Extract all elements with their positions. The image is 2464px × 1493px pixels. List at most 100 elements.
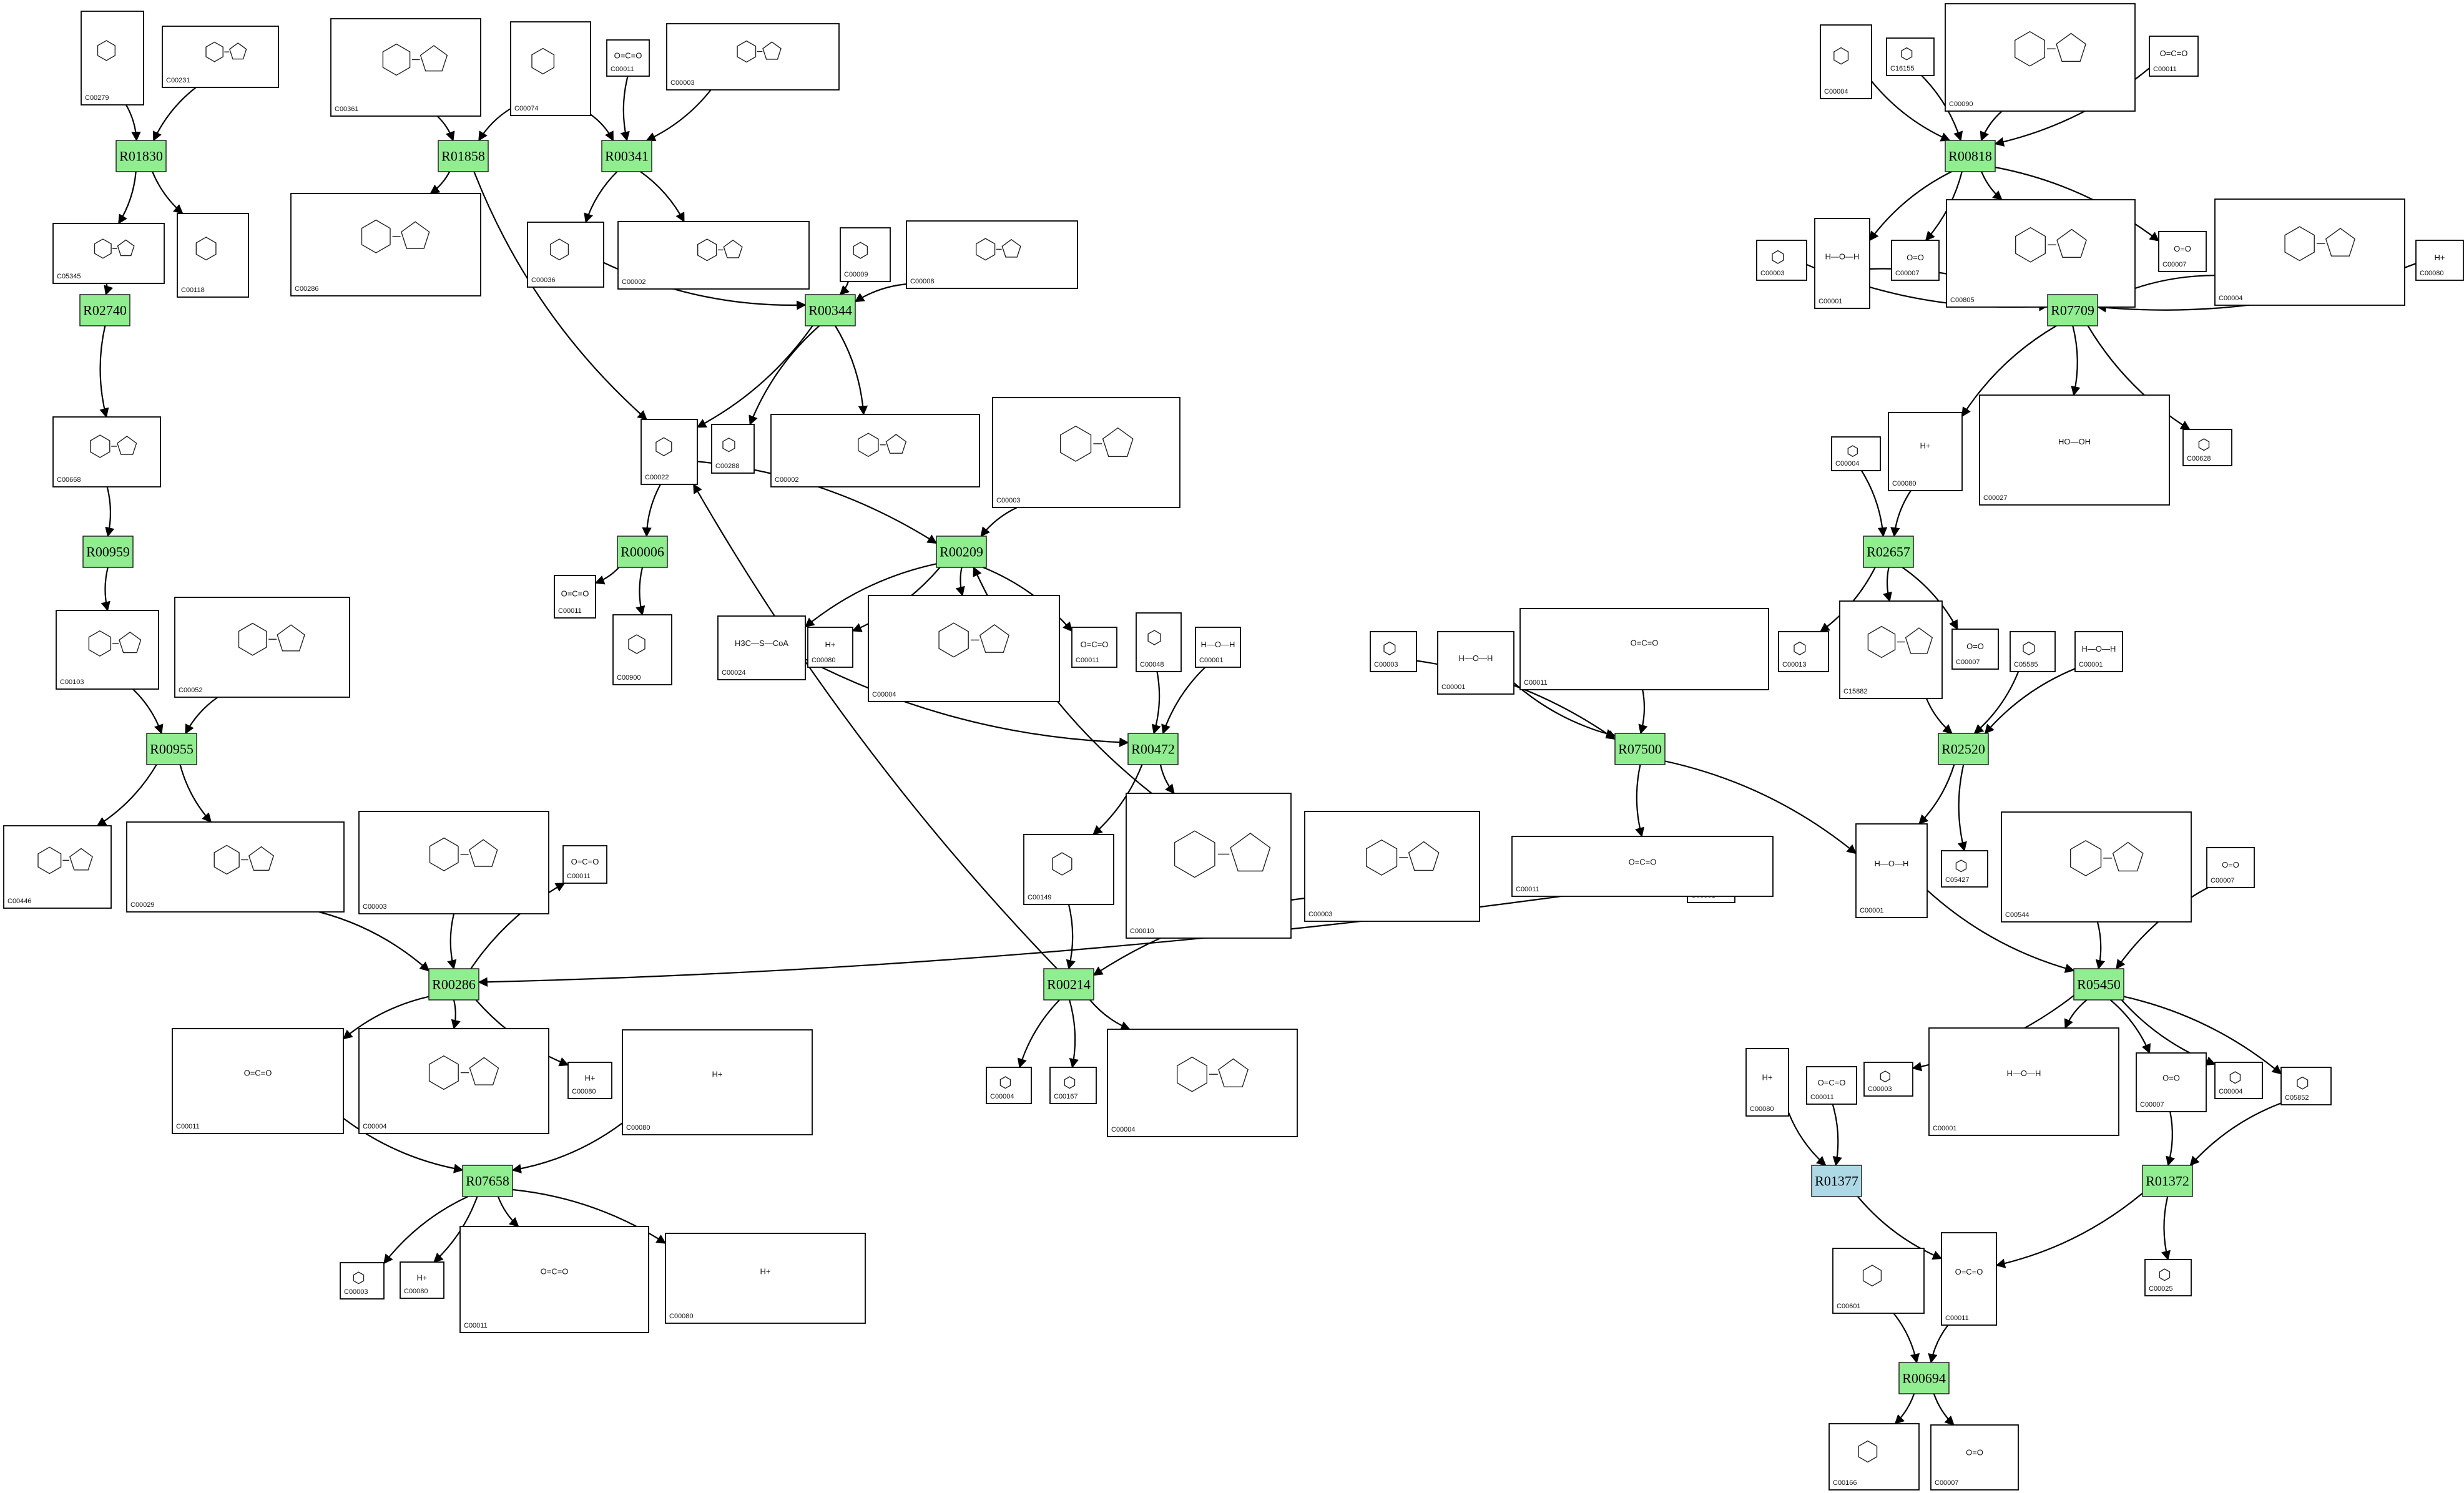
compound-node[interactable]: C00668 — [52, 416, 161, 487]
compound-node[interactable]: C00003 — [1863, 1062, 1913, 1097]
compound-node[interactable]: C00628 — [2182, 429, 2232, 466]
compound-node[interactable]: H+C00080 — [807, 627, 853, 668]
compound-node[interactable]: C00002 — [617, 221, 810, 290]
compound-node[interactable]: C00074 — [510, 21, 591, 116]
compound-node[interactable]: C00004 — [1107, 1029, 1298, 1137]
compound-node[interactable]: H+C00080 — [1745, 1048, 1789, 1117]
reaction-node[interactable]: R07500 — [1614, 733, 1666, 765]
reaction-node[interactable]: R00818 — [1945, 140, 1996, 172]
compound-node[interactable]: H+C00080 — [622, 1029, 813, 1135]
reaction-node[interactable]: R00286 — [428, 968, 479, 1001]
compound-node[interactable]: C05585 — [2010, 631, 2056, 672]
compound-node[interactable]: C00279 — [81, 11, 144, 105]
reaction-node[interactable]: R00209 — [936, 536, 987, 568]
compound-node[interactable]: C05345 — [52, 223, 165, 284]
compound-node[interactable]: C00010 — [1126, 793, 1292, 939]
compound-node[interactable]: C00004 — [2214, 198, 2405, 306]
compound-node[interactable]: C05427 — [1941, 850, 1988, 888]
reaction-node[interactable]: R00694 — [1898, 1362, 1950, 1394]
compound-node[interactable]: H+C00080 — [2415, 240, 2464, 281]
compound-node[interactable]: C00288 — [711, 424, 755, 474]
compound-node[interactable]: C00544 — [2001, 811, 2192, 923]
reaction-node[interactable]: R01377 — [1811, 1165, 1862, 1197]
reaction-node[interactable]: R01372 — [2142, 1165, 2193, 1197]
compound-node[interactable]: C00003 — [1756, 240, 1807, 281]
compound-node[interactable]: C00003 — [666, 23, 840, 91]
compound-node[interactable]: C00004 — [986, 1067, 1032, 1104]
compound-node[interactable]: C00003 — [340, 1262, 385, 1300]
compound-node[interactable]: C00601 — [1832, 1248, 1925, 1314]
compound-node[interactable]: C05852 — [2280, 1067, 2332, 1105]
reaction-node[interactable]: R02520 — [1938, 733, 1989, 765]
compound-node[interactable]: C00048 — [1136, 612, 1182, 672]
compound-node[interactable]: C00286 — [290, 193, 481, 296]
compound-node[interactable]: H+C00080 — [567, 1062, 612, 1099]
compound-node[interactable]: C00149 — [1023, 834, 1114, 905]
compound-node[interactable]: H+C00080 — [665, 1233, 866, 1324]
compound-node[interactable]: C00003 — [358, 811, 549, 914]
compound-node[interactable]: C00036 — [527, 222, 604, 288]
compound-node[interactable]: C00029 — [126, 821, 345, 913]
reaction-node[interactable]: R07709 — [2047, 294, 2098, 326]
compound-node[interactable]: C00231 — [162, 26, 279, 88]
reaction-node[interactable]: R00214 — [1043, 968, 1094, 1001]
compound-node[interactable]: C00167 — [1049, 1067, 1097, 1104]
reaction-node[interactable]: R01858 — [438, 140, 489, 172]
reaction-node[interactable]: R01830 — [115, 140, 167, 172]
compound-node[interactable]: C00361 — [330, 18, 481, 117]
compound-node[interactable]: C00004 — [358, 1028, 549, 1134]
compound-node[interactable]: C00003 — [992, 397, 1180, 508]
reaction-node[interactable]: R07658 — [462, 1165, 513, 1197]
reaction-node[interactable]: R00341 — [601, 140, 652, 172]
compound-node[interactable]: C00004 — [1831, 436, 1881, 471]
compound-node[interactable]: C00003 — [1370, 631, 1417, 672]
compound-node[interactable]: C00166 — [1828, 1423, 1920, 1491]
compound-node[interactable]: C00004 — [1820, 24, 1872, 99]
compound-node[interactable]: C00052 — [174, 597, 350, 698]
compound-node[interactable]: C00805 — [1946, 199, 2136, 308]
reaction-node[interactable]: R02740 — [79, 294, 130, 326]
compound-node[interactable]: C00022 — [641, 419, 698, 485]
reaction-node[interactable]: R00959 — [82, 536, 134, 568]
reaction-node[interactable]: R00006 — [617, 536, 668, 568]
compound-node[interactable]: H+C00080 — [1888, 412, 1963, 491]
compound-node[interactable]: C16155 — [1886, 37, 1935, 76]
compound-node[interactable]: C00118 — [177, 213, 249, 298]
compound-node[interactable]: C00025 — [2144, 1259, 2192, 1296]
compound-node[interactable]: H+C00080 — [400, 1261, 444, 1299]
compound-node[interactable]: C00900 — [612, 614, 672, 685]
compound-node[interactable]: C00446 — [3, 825, 112, 909]
compound-node[interactable]: C00090 — [1945, 3, 2136, 112]
reaction-node[interactable]: R00472 — [1127, 733, 1179, 765]
compound-node[interactable]: C00009 — [840, 227, 891, 282]
compound-node[interactable]: C15882 — [1839, 600, 1943, 699]
compound-node[interactable]: C00004 — [2214, 1062, 2263, 1099]
compound-node[interactable]: C00003 — [1304, 811, 1480, 922]
reaction-node[interactable]: R00344 — [805, 294, 856, 326]
compound-node[interactable]: C00004 — [868, 595, 1060, 702]
compound-node[interactable]: C00008 — [906, 220, 1078, 289]
compound-node[interactable]: C00103 — [56, 610, 159, 690]
